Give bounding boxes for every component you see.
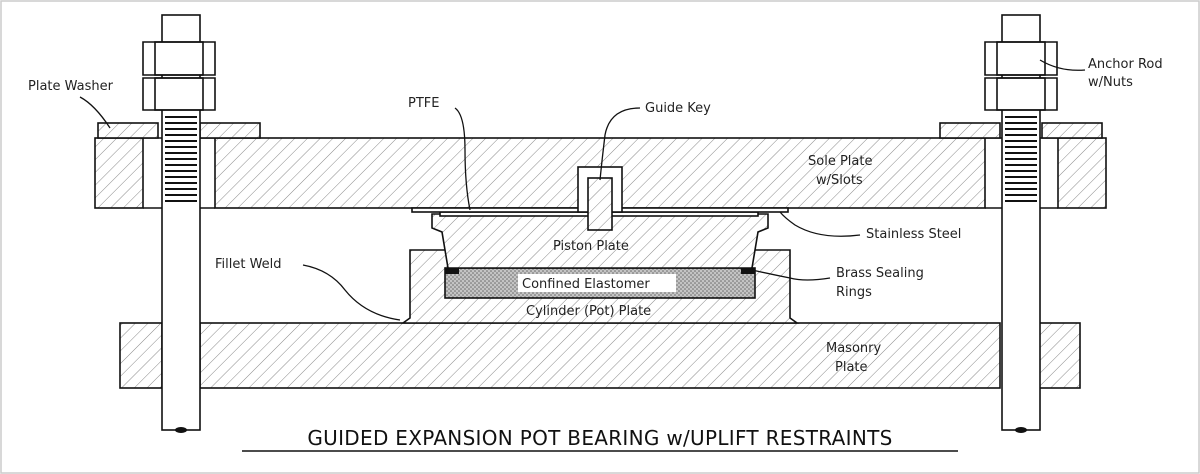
label-piston-plate: Piston Plate <box>553 239 629 254</box>
label-ptfe: PTFE <box>408 96 439 111</box>
label-stainless-steel: Stainless Steel <box>866 227 961 242</box>
label-brass-sealing-line1: Brass Sealing <box>836 266 924 281</box>
masonry-plate <box>119 322 1081 389</box>
label-sole-plate-line2: w/Slots <box>816 173 863 188</box>
label-cylinder-plate: Cylinder (Pot) Plate <box>526 304 651 319</box>
plate-washer-left <box>97 122 261 139</box>
label-fillet-weld: Fillet Weld <box>215 257 282 272</box>
brass-sealing-ring-right <box>741 268 755 274</box>
label-plate-washer: Plate Washer <box>28 79 114 94</box>
label-confined-elastomer: Confined Elastomer <box>522 277 650 292</box>
label-anchor-rod-line1: Anchor Rod <box>1088 57 1163 72</box>
label-masonry-line2: Plate <box>835 360 868 375</box>
brass-sealing-ring-left <box>445 268 459 274</box>
diagram-title: GUIDED EXPANSION POT BEARING w/UPLIFT RE… <box>307 426 892 450</box>
plate-washer-right <box>939 122 1103 139</box>
label-brass-sealing-line2: Rings <box>836 285 872 300</box>
anchor-rod-right <box>984 14 1058 433</box>
label-guide-key: Guide Key <box>645 101 711 116</box>
label-masonry-line1: Masonry <box>826 341 881 356</box>
anchor-rod-left <box>142 14 216 433</box>
piston-plate <box>431 213 769 269</box>
label-sole-plate-line1: Sole Plate <box>808 154 872 169</box>
elastomer-label-backing <box>518 274 676 292</box>
leader-lines <box>79 59 1086 321</box>
label-anchor-rod-line2: w/Nuts <box>1088 75 1133 90</box>
